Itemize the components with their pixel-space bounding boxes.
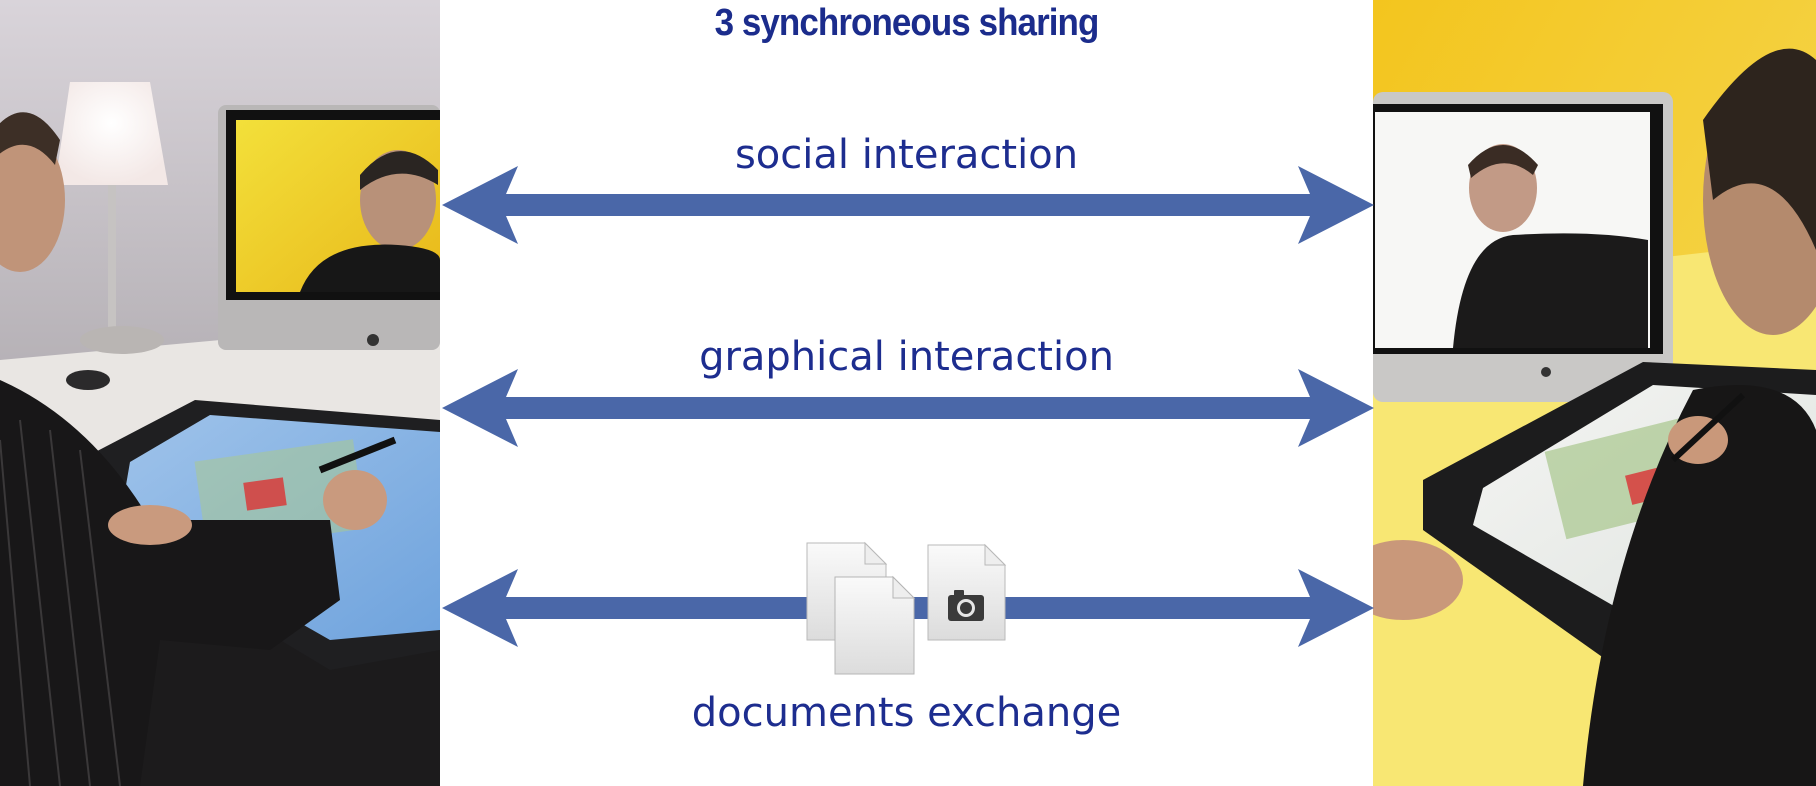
left-site-photo-illustration: [0, 0, 440, 786]
graphical-interaction-arrow: [442, 369, 1374, 447]
photo-document-icon: [927, 543, 1007, 641]
label-social-interaction: social interaction: [734, 132, 1079, 178]
camera-icon: [948, 590, 984, 621]
diagram-title: 3 synchroneous sharing: [714, 2, 1100, 44]
document-icon: [834, 575, 916, 675]
social-interaction-arrow: [442, 166, 1374, 244]
left-site-photo: [0, 0, 440, 786]
label-documents-exchange: documents exchange: [691, 690, 1122, 736]
label-graphical-interaction: graphical interaction: [699, 334, 1114, 380]
right-site-photo: [1373, 0, 1816, 786]
right-site-photo-illustration: [1373, 0, 1816, 786]
